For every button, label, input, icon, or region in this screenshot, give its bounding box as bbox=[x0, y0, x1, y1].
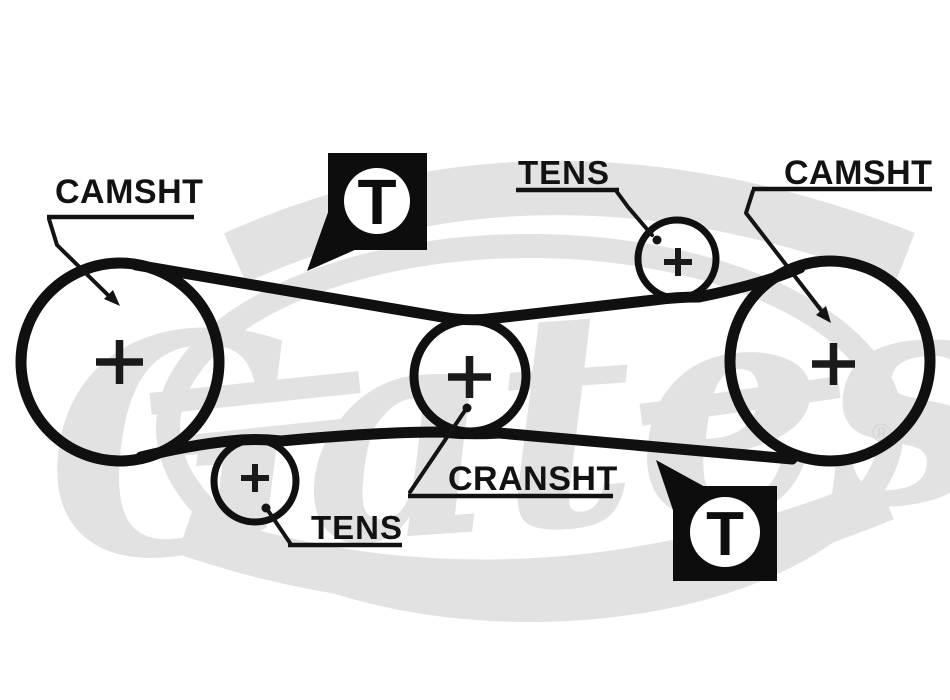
timing-mark-top: T bbox=[307, 153, 427, 271]
camshaft-left-leader-line bbox=[47, 217, 114, 301]
callout-camshaft-right: CAMSHT bbox=[744, 154, 932, 323]
pulley-center-marks bbox=[96, 248, 855, 492]
camshaft-right-arrowhead-icon bbox=[816, 306, 831, 323]
callout-camshaft-left: CAMSHT bbox=[47, 173, 203, 306]
camshaft-right-label: CAMSHT bbox=[784, 154, 932, 192]
pulleys bbox=[15, 216, 936, 526]
watermark-lower-swash bbox=[177, 476, 894, 606]
tensioner-upper-leader-dot-icon bbox=[652, 235, 662, 245]
crankshaft-label: CRANSHT bbox=[448, 460, 618, 498]
timing-mark-top-circle bbox=[344, 168, 410, 234]
watermark-stripe bbox=[149, 371, 361, 415]
left-camshaft-pulley bbox=[15, 257, 225, 467]
callout-tensioner-upper: TENS bbox=[516, 154, 662, 245]
gates-watermark: Gates ® bbox=[34, 161, 950, 632]
belt-bottom-span bbox=[135, 426, 798, 465]
crankshaft-pulley bbox=[409, 315, 531, 437]
timing-mark-top-letter: T bbox=[357, 166, 396, 238]
crankshaft-leader-dot-icon bbox=[462, 403, 472, 413]
camshaft-right-leader-line bbox=[744, 189, 826, 316]
tensioner-lower-leader-line bbox=[267, 510, 292, 545]
tensioner-lower-label: TENS bbox=[311, 509, 403, 546]
tensioner-upper-leader-line bbox=[615, 190, 654, 237]
timing-mark-bottom-letter: T bbox=[706, 500, 744, 569]
tensioner-upper-label: TENS bbox=[518, 154, 610, 191]
left-camshaft-center-cross bbox=[96, 340, 143, 384]
camshaft-left-label: CAMSHT bbox=[55, 173, 203, 211]
timing-mark-bottom: T bbox=[656, 460, 777, 581]
lower-tensioner-center-cross bbox=[241, 464, 269, 492]
tensioner-lower-leader-dot-icon bbox=[261, 503, 271, 513]
upper-tensioner-center-cross bbox=[664, 248, 692, 276]
lower-tensioner-pulley bbox=[210, 436, 300, 526]
crankshaft-center-cross bbox=[448, 356, 491, 398]
upper-tensioner-pulley bbox=[634, 216, 720, 302]
right-camshaft-center-cross bbox=[812, 343, 855, 385]
crankshaft-leader-line bbox=[408, 410, 466, 494]
watermark-oval bbox=[156, 234, 904, 622]
callout-crankshaft: CRANSHT bbox=[408, 403, 618, 499]
camshaft-left-arrowhead-icon bbox=[104, 290, 120, 306]
timing-mark-bottom-circle bbox=[690, 497, 760, 567]
callouts: CAMSHT CAMSHT TENS TENS bbox=[47, 154, 932, 548]
right-camshaft-pulley bbox=[724, 255, 936, 467]
callout-tensioner-lower: TENS bbox=[261, 503, 403, 548]
